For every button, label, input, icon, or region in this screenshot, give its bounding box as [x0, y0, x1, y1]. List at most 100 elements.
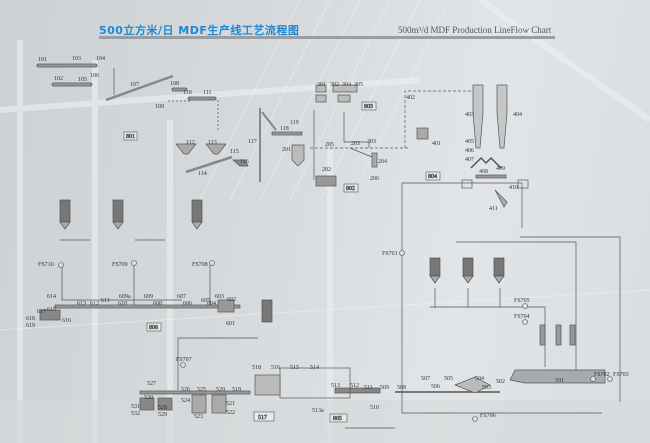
label-516: 516 — [271, 365, 280, 371]
label-112: 112 — [186, 140, 195, 146]
label-104: 104 — [96, 56, 105, 62]
pipelines — [36, 63, 621, 429]
label-611: 611 — [101, 298, 110, 304]
label-524: 524 — [181, 398, 190, 404]
label-531: 531 — [131, 404, 140, 410]
label-302: 302 — [330, 82, 339, 88]
label-602: 602 — [227, 297, 236, 303]
label-410: 410 — [509, 185, 518, 191]
label-305: 305 — [354, 82, 363, 88]
label-204: 204 — [378, 159, 387, 165]
box-517: 517 — [258, 415, 267, 421]
label-201: 201 — [282, 147, 291, 153]
label-509: 509 — [380, 385, 389, 391]
label-609a: 609a — [119, 294, 131, 300]
label-612: 612 — [90, 301, 99, 307]
label-117: 117 — [248, 139, 257, 145]
label-116: 116 — [240, 159, 249, 165]
label-511: 511 — [364, 385, 373, 391]
label-523: 523 — [194, 414, 203, 420]
box-803: 803 — [364, 104, 373, 110]
title-divider — [99, 36, 555, 39]
label-fs706: FS706 — [480, 413, 496, 419]
label-fs707: FS707 — [176, 357, 192, 363]
label-103: 103 — [72, 56, 81, 62]
label-618: 618 — [26, 316, 35, 322]
label-525: 525 — [197, 387, 206, 393]
label-513a: 513a — [312, 408, 324, 414]
label-512: 512 — [350, 383, 359, 389]
label-408: 408 — [479, 169, 488, 175]
label-606: 606 — [183, 301, 192, 307]
label-406: 406 — [465, 148, 474, 154]
label-610: 610 — [118, 301, 127, 307]
label-613: 613 — [77, 301, 86, 307]
label-fs710: FS710 — [38, 262, 54, 268]
label-503: 503 — [482, 385, 491, 391]
label-110: 110 — [183, 90, 192, 96]
label-202: 202 — [322, 167, 331, 173]
label-614: 614 — [47, 294, 56, 300]
label-519: 519 — [232, 387, 241, 393]
label-115: 115 — [230, 149, 239, 155]
label-507: 507 — [421, 376, 430, 382]
label-617: 617 — [37, 309, 46, 315]
label-fs701: FS701 — [382, 251, 398, 257]
label-526: 526 — [181, 387, 190, 393]
label-504: 504 — [475, 376, 484, 382]
label-527: 527 — [147, 381, 156, 387]
page-title-chinese: 500立方米/日 MDF生产线工艺流程图 — [99, 24, 300, 37]
label-101: 101 — [38, 57, 47, 63]
label-601: 601 — [226, 321, 235, 327]
label-203: 203 — [351, 141, 360, 147]
label-607: 607 — [177, 294, 186, 300]
label-404: 404 — [513, 112, 522, 118]
label-530: 530 — [144, 395, 153, 401]
label-fs709: FS709 — [112, 262, 128, 268]
label-105: 105 — [78, 77, 87, 83]
label-514: 514 — [310, 365, 319, 371]
label-411: 411 — [489, 206, 498, 212]
label-604: 604 — [207, 301, 216, 307]
label-403: 403 — [465, 112, 474, 118]
label-409: 409 — [496, 166, 505, 172]
label-401: 401 — [432, 141, 441, 147]
label-528: 528 — [158, 405, 167, 411]
box-801: 801 — [126, 134, 135, 140]
label-304: 304 — [342, 82, 351, 88]
label-fs705: FS705 — [514, 298, 530, 304]
label-603: 603 — [215, 294, 224, 300]
label-616: 616 — [62, 318, 71, 324]
label-521: 521 — [226, 401, 235, 407]
label-fs703: FS703 — [613, 372, 629, 378]
label-615: 615 — [47, 307, 56, 313]
label-114: 114 — [198, 171, 207, 177]
label-fs704: FS704 — [514, 314, 530, 320]
label-605: 605 — [201, 298, 210, 304]
label-107: 107 — [130, 82, 139, 88]
label-109: 109 — [155, 104, 164, 110]
label-513: 513 — [331, 383, 340, 389]
label-205: 205 — [325, 142, 334, 148]
label-407: 407 — [465, 157, 474, 163]
label-518: 518 — [252, 365, 261, 371]
label-102: 102 — [54, 76, 63, 82]
equipment-labels: 101 103 104 102 105 106 107 108 109 110 … — [26, 56, 629, 420]
label-119: 119 — [290, 120, 299, 126]
label-108: 108 — [170, 81, 179, 87]
label-111: 111 — [203, 90, 212, 96]
label-522: 522 — [226, 410, 235, 416]
label-619: 619 — [26, 323, 35, 329]
label-529: 529 — [158, 412, 167, 418]
label-520: 520 — [216, 387, 225, 393]
label-501: 501 — [555, 378, 564, 384]
label-303: 303 — [367, 139, 376, 145]
label-402: 402 — [406, 95, 415, 101]
label-532: 532 — [131, 411, 140, 417]
label-508: 508 — [397, 385, 406, 391]
box-802: 802 — [346, 186, 355, 192]
label-113: 113 — [208, 140, 217, 146]
label-301: 301 — [317, 82, 326, 88]
